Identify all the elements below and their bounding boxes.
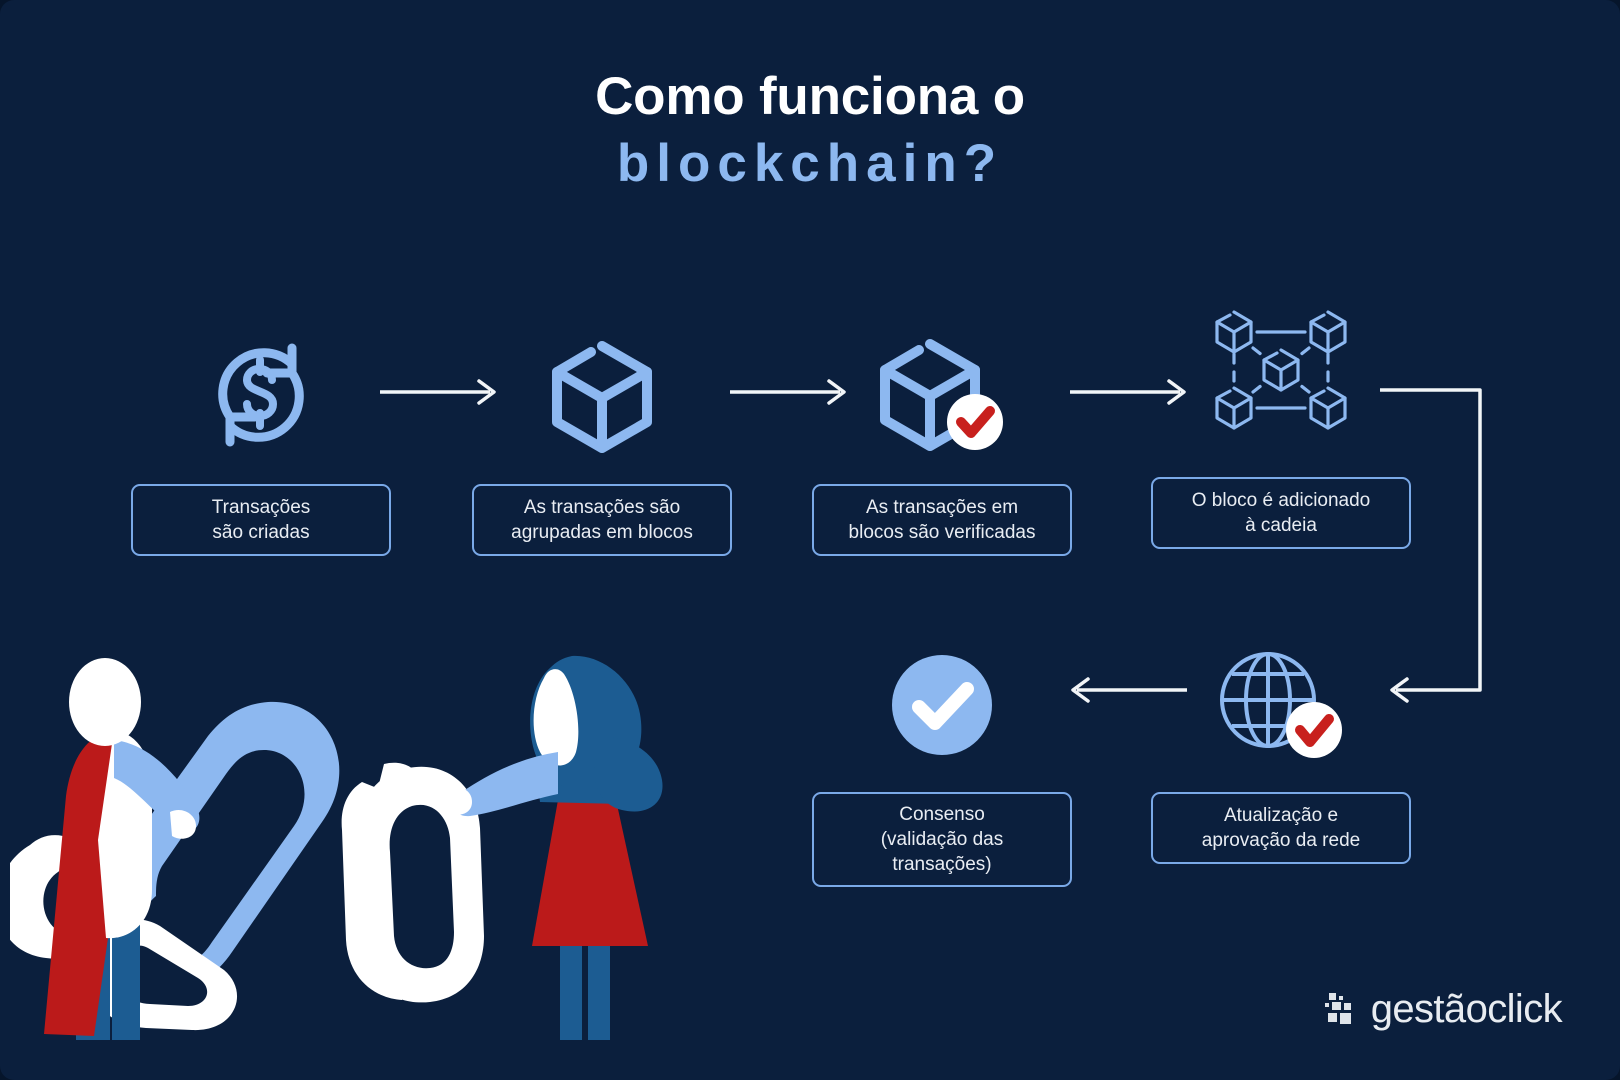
- arrow-step4-to-step5: [1380, 372, 1510, 717]
- chain-link-blue: [95, 701, 340, 991]
- flow-step-2-box: As transações são agrupadas em blocos: [472, 484, 732, 556]
- person-right: [448, 655, 663, 1040]
- logo: gestãoclick: [1323, 987, 1563, 1032]
- person-left: [44, 658, 200, 1040]
- flow-step-3: As transações em blocos são verificadas: [812, 330, 1072, 556]
- flow-step-1: Transações são criadas: [131, 330, 391, 556]
- logo-wordmark: gestãoclick: [1370, 987, 1563, 1031]
- flow-step-4: O bloco é adicionado à cadeia: [1151, 305, 1411, 549]
- money-transfer-icon: [131, 330, 391, 460]
- cube-verified-icon: [812, 330, 1072, 460]
- title-line-2: blockchain?: [616, 134, 1004, 193]
- arrow-step3-to-step4: [1068, 377, 1192, 412]
- flow-step-2-label: As transações são agrupadas em blocos: [511, 497, 693, 543]
- flow-step-5-label: Atualização e aprovação da rede: [1201, 805, 1361, 851]
- flow-step-4-label: O bloco é adicionado à cadeia: [1191, 490, 1371, 536]
- arrow-step5-to-step6: [1063, 675, 1189, 710]
- flow-step-3-label: As transações em blocos são verificadas: [848, 497, 1036, 543]
- pixel-blocks-logo-icon: [1324, 992, 1351, 1024]
- chain-link-white-right: [341, 762, 484, 1003]
- flow-step-6-box: Consenso (validação das transações): [812, 792, 1072, 887]
- flow-step-2: As transações são agrupadas em blocos: [472, 330, 732, 556]
- flow-step-6: Consenso (validação das transações): [812, 640, 1072, 887]
- title-line-1: Como funciona o: [595, 67, 1025, 126]
- cube-icon: [472, 330, 732, 460]
- flow-step-1-box: Transações são criadas: [131, 484, 391, 556]
- flow-step-5-box: Atualização e aprovação da rede: [1151, 792, 1411, 864]
- flow-step-5: Atualização e aprovação da rede: [1151, 640, 1411, 864]
- globe-verified-icon: [1151, 640, 1411, 770]
- check-circle-icon: [812, 640, 1072, 770]
- arrow-step1-to-step2: [378, 377, 502, 412]
- flow-step-6-label: Consenso (validação das transações): [880, 804, 1004, 875]
- flow-step-3-box: As transações em blocos são verificadas: [812, 484, 1072, 556]
- arrow-step2-to-step3: [728, 377, 852, 412]
- blockchain-network-icon: [1151, 305, 1411, 435]
- page-title: Como funciona o blockchain?: [0, 66, 1620, 200]
- flow-step-4-box: O bloco é adicionado à cadeia: [1151, 477, 1411, 549]
- people-holding-chain-links: [0, 640, 680, 1045]
- flow-step-1-label: Transações são criadas: [211, 497, 311, 543]
